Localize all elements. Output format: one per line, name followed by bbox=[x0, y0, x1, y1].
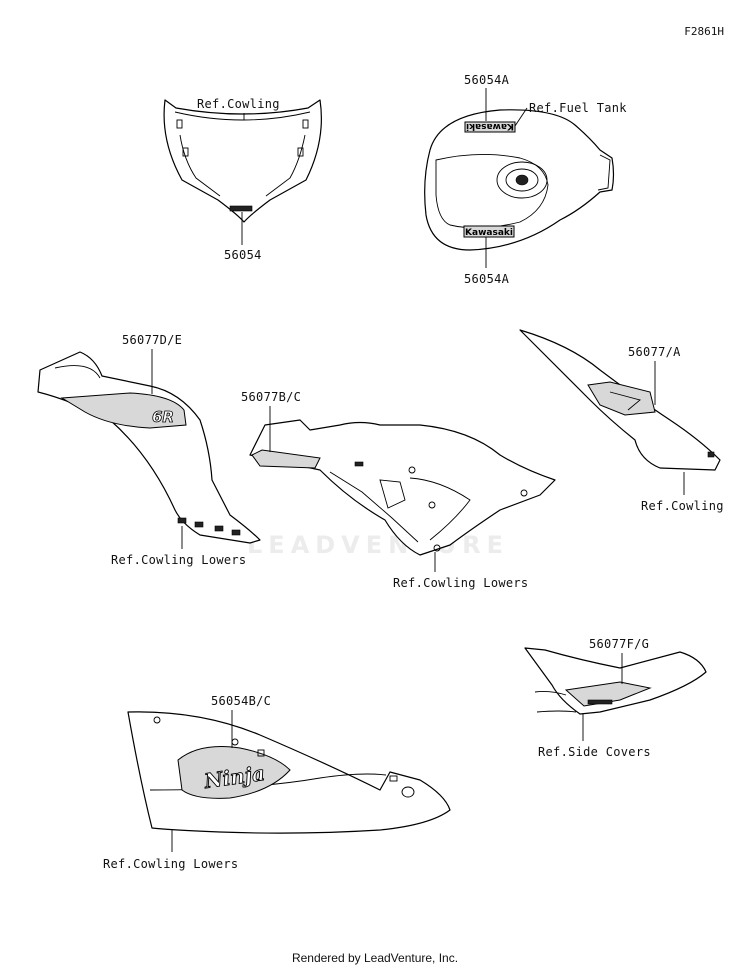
tank-decal-bottom-text: Kawasaki bbox=[465, 228, 513, 238]
ref-fuel-tank-label: Ref.Fuel Tank bbox=[529, 101, 627, 115]
part-56077bc-label: 56077B/C bbox=[241, 390, 301, 404]
diagram-code: F2861H bbox=[684, 25, 724, 38]
side-cover-decal[interactable] bbox=[564, 681, 652, 707]
side-cover-part[interactable] bbox=[524, 647, 707, 715]
ref-side-covers-label: Ref.Side Covers bbox=[538, 745, 651, 759]
part-56054-label: 56054 bbox=[224, 248, 262, 262]
bottom-cowling-lower-part[interactable]: Ninja bbox=[127, 711, 451, 834]
tank-decal-bottom[interactable] bbox=[463, 225, 515, 238]
tank-decal-top-text: Kawasaki bbox=[466, 121, 514, 131]
windscreen-part[interactable] bbox=[163, 99, 322, 223]
part-56054a-bottom-label: 56054A bbox=[464, 272, 510, 286]
ref-cowling-lowers-left-label: Ref.Cowling Lowers bbox=[111, 553, 246, 567]
tank-decal-top[interactable] bbox=[464, 121, 516, 133]
ninja-script-decal[interactable] bbox=[177, 746, 291, 799]
part-56077de-label: 56077D/E bbox=[122, 333, 182, 347]
ref-cowling-windscreen-label: Ref.Cowling bbox=[197, 97, 280, 111]
left-upper-cowling-part[interactable]: 6R bbox=[37, 351, 261, 544]
ref-cowling-right-label: Ref.Cowling bbox=[641, 499, 724, 513]
right-cowl-decal[interactable] bbox=[587, 381, 656, 416]
fuel-tank-part[interactable]: Kawasaki Kawasaki bbox=[424, 109, 615, 251]
windscreen-logo-decal[interactable] bbox=[229, 205, 253, 212]
cowl-model-decal[interactable] bbox=[60, 392, 187, 429]
part-56077fg-label: 56077F/G bbox=[589, 637, 649, 651]
footer-credit: Rendered by LeadVenture, Inc. bbox=[291, 951, 459, 965]
part-56054bc-label: 56054B/C bbox=[211, 694, 271, 708]
cowl-model-decal-text: 6R bbox=[152, 408, 174, 426]
watermark-text: LEADVENTURE bbox=[247, 531, 509, 559]
ref-cowling-lowers-middle-label: Ref.Cowling Lowers bbox=[393, 576, 528, 590]
middle-cowling-lower-part[interactable] bbox=[249, 419, 556, 556]
middle-cowl-stripe-decal[interactable] bbox=[251, 449, 321, 469]
right-cowling-part[interactable] bbox=[519, 329, 721, 471]
ref-cowling-lowers-bottom-label: Ref.Cowling Lowers bbox=[103, 857, 238, 871]
part-56054a-top-label: 56054A bbox=[464, 73, 510, 87]
part-56077a-label: 56077/A bbox=[628, 345, 681, 359]
